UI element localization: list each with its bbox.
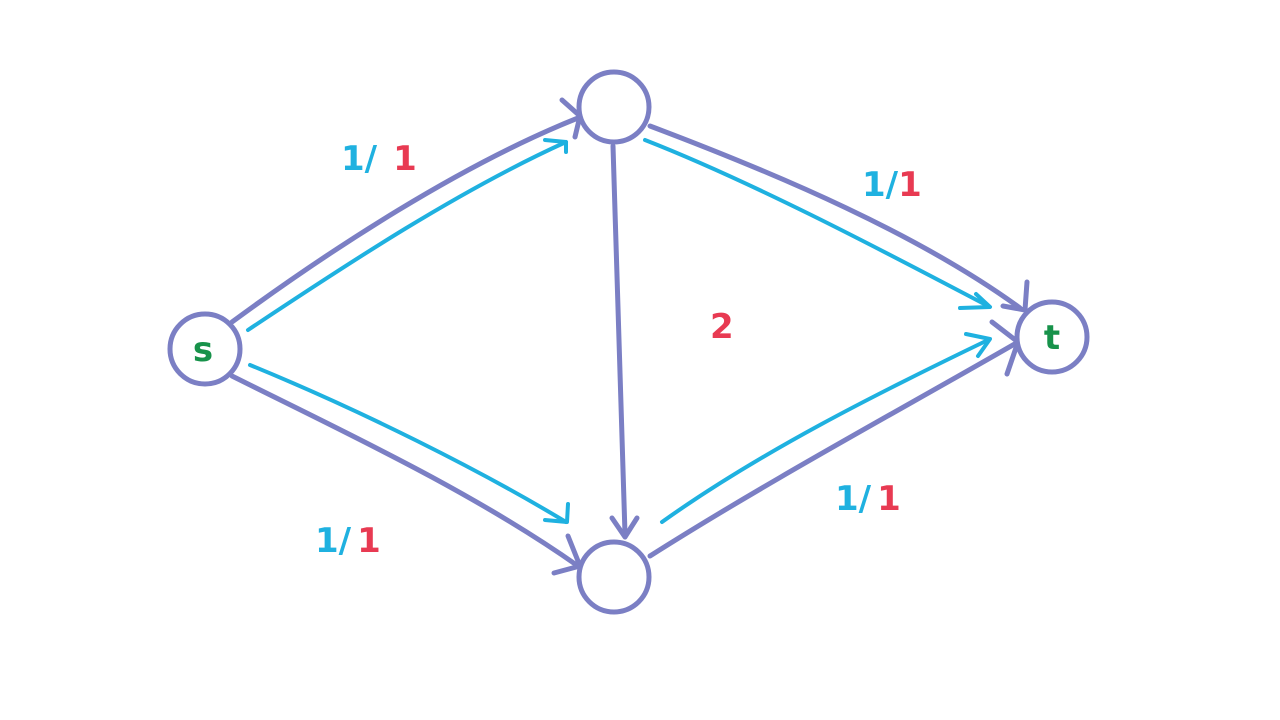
flow-path-upper bbox=[246, 138, 992, 332]
edge-a-b-line bbox=[610, 143, 628, 537]
edge-a-b-capacity: 2 bbox=[710, 307, 734, 347]
edge-s-b-label: 1/1 bbox=[315, 521, 381, 561]
edge-s-a-capacity: 1 bbox=[393, 139, 417, 179]
node-a-circle bbox=[576, 69, 652, 145]
edge-s-b-capacity: 1 bbox=[357, 521, 381, 561]
edge-b-t-label: 1/1 bbox=[835, 479, 901, 519]
edge-a-t-line bbox=[647, 123, 1023, 311]
edge-a-b-arrowhead bbox=[609, 515, 640, 540]
flow-b-t-arrowhead bbox=[964, 332, 992, 358]
edge-a-t-capacity: 1 bbox=[898, 165, 922, 205]
edge-s-a-line bbox=[229, 115, 581, 325]
edge-a-t-arrowhead bbox=[1000, 279, 1030, 313]
node-s-circle bbox=[167, 311, 243, 387]
flow-s-b-arrowhead bbox=[543, 502, 570, 524]
flow-path-lower bbox=[248, 332, 992, 524]
node-s-label: s bbox=[193, 330, 213, 370]
flow-s-a-arrowhead bbox=[543, 138, 568, 154]
edge-b-t-flow: 1/ bbox=[835, 479, 872, 519]
node-t-label: t bbox=[1044, 318, 1060, 358]
node-a bbox=[576, 69, 652, 145]
node-t-circle bbox=[1014, 299, 1090, 375]
edge-a-t-flow: 1/ bbox=[862, 165, 899, 205]
node-b bbox=[576, 539, 652, 615]
node-b-circle bbox=[576, 539, 652, 615]
edge-a-t-label: 1/1 bbox=[862, 165, 922, 205]
flow-b-t-line bbox=[660, 338, 990, 524]
edge-b-t-line bbox=[647, 339, 1021, 559]
flow-a-t-line bbox=[643, 138, 990, 308]
node-s: s bbox=[167, 311, 243, 387]
edge-s-a-label: 1/1 bbox=[341, 139, 417, 179]
edge-s-a-flow: 1/ bbox=[341, 139, 378, 179]
node-t: t bbox=[1014, 299, 1090, 375]
edge-s-b bbox=[229, 373, 583, 576]
flow-s-a-line bbox=[246, 140, 568, 332]
edge-s-b-flow: 1/ bbox=[315, 521, 352, 561]
edge-s-b-line bbox=[229, 373, 581, 569]
flow-s-b-line bbox=[248, 363, 568, 524]
flow-a-t-arrowhead bbox=[958, 292, 992, 310]
edge-a-b-label: 2 bbox=[710, 307, 734, 347]
edge-b-t-capacity: 1 bbox=[877, 479, 901, 519]
edge-s-a bbox=[229, 97, 583, 325]
edge-b-t bbox=[647, 319, 1021, 559]
edge-a-t bbox=[647, 123, 1030, 313]
edge-a-b bbox=[609, 143, 640, 540]
